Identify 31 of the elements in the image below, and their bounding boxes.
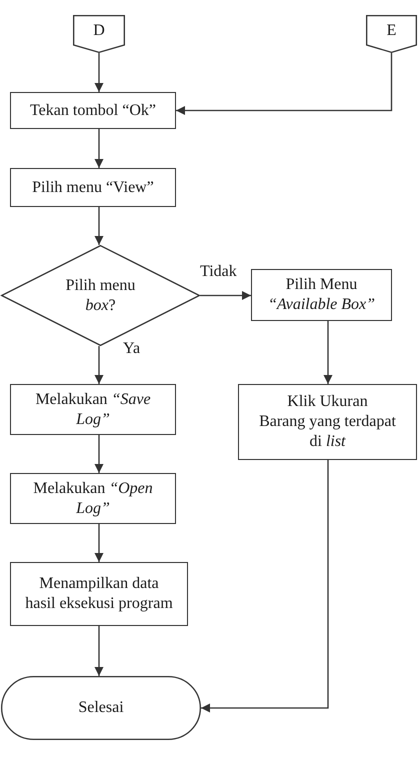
flow-arrow	[94, 207, 104, 245]
flow-arrow	[176, 53, 392, 115]
flow-arrow	[94, 524, 104, 562]
off-page-connector	[73, 15, 125, 53]
process-box	[10, 562, 188, 626]
flow-arrow	[94, 129, 104, 168]
flow-arrow	[200, 291, 251, 300]
off-page-connector	[366, 15, 417, 53]
process-box	[10, 473, 176, 524]
connector-letter: E	[386, 21, 396, 41]
step-text: Tekan tombol “Ok”	[30, 100, 156, 120]
step-text: Menampilkan data hasil eksekusi program	[25, 574, 173, 614]
process-box	[10, 384, 176, 435]
question-text: Pilih menu box?	[66, 276, 136, 316]
flow-arrow	[324, 321, 332, 384]
step-text: Pilih Menu “Available Box”	[268, 275, 376, 315]
process-box	[238, 384, 417, 460]
flow-arrow	[94, 626, 104, 676]
step-text: Pilih menu “View”	[32, 178, 154, 198]
step-text: Melakukan “Save Log”	[35, 390, 151, 430]
end-text: Selesai	[78, 698, 124, 718]
flow-arrow	[94, 346, 104, 384]
flow-arrow	[94, 53, 104, 92]
connector-letter: D	[93, 21, 105, 41]
step-text: Melakukan “Open Log”	[33, 478, 153, 518]
process-box	[251, 269, 392, 321]
process-box	[10, 168, 176, 207]
flow-arrow	[94, 435, 104, 473]
step-text: Klik Ukuran Barang yang terdapat di list	[259, 392, 396, 452]
flow-arrow	[201, 460, 329, 712]
process-box	[10, 92, 176, 129]
